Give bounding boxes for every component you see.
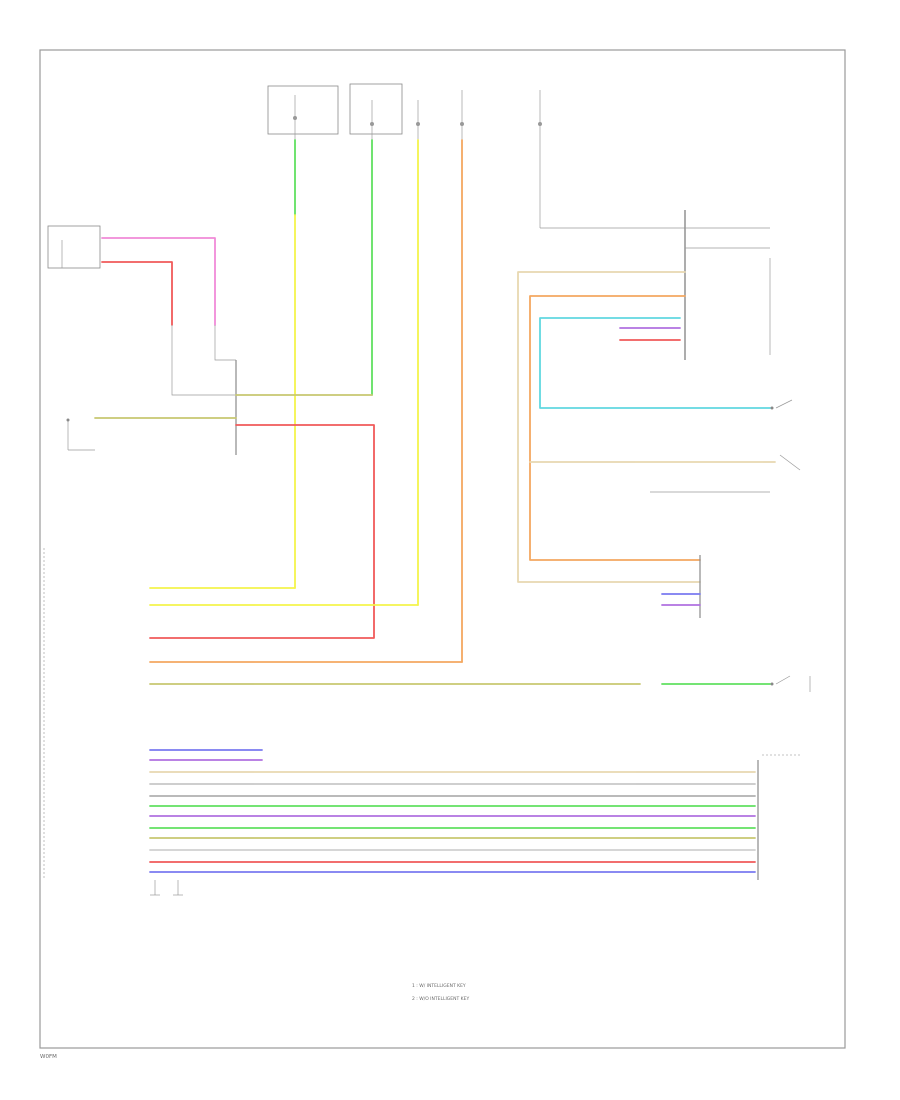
legend-item-2: 2 : W/O INTELLIGENT KEY — [412, 996, 469, 1002]
fuse-block-3 — [460, 90, 464, 140]
right-switch-1 — [770, 399, 793, 410]
diagram-frame — [39, 49, 846, 1049]
right-control-unit — [684, 210, 771, 360]
wire-cyan — [539, 317, 771, 409]
right-bottom-switch — [770, 675, 811, 692]
wire-red-left — [101, 261, 173, 326]
fuse-block-4 — [538, 90, 685, 229]
wire-gray-left — [171, 325, 236, 396]
wire-pink — [101, 237, 216, 326]
diagram-code: W0FM — [40, 1054, 57, 1060]
wire-orange-right — [529, 295, 701, 561]
left-mid-switch — [66, 418, 95, 451]
left-top-switch — [47, 225, 101, 269]
right-switch-2 — [779, 454, 801, 471]
fuse-block-1 — [267, 85, 339, 140]
legend: 1 : W/ INTELLIGENT KEY 2 : W/O INTELLIGE… — [412, 983, 469, 1002]
wire-gray-left-2 — [214, 325, 236, 361]
legend-item-1: 1 : W/ INTELLIGENT KEY — [412, 983, 466, 989]
bus-wires — [149, 749, 756, 873]
fuse-block-2 — [349, 83, 420, 140]
wire-red-mid — [149, 424, 375, 639]
ground-terminals — [150, 880, 183, 896]
wire-tan-right — [517, 271, 701, 583]
